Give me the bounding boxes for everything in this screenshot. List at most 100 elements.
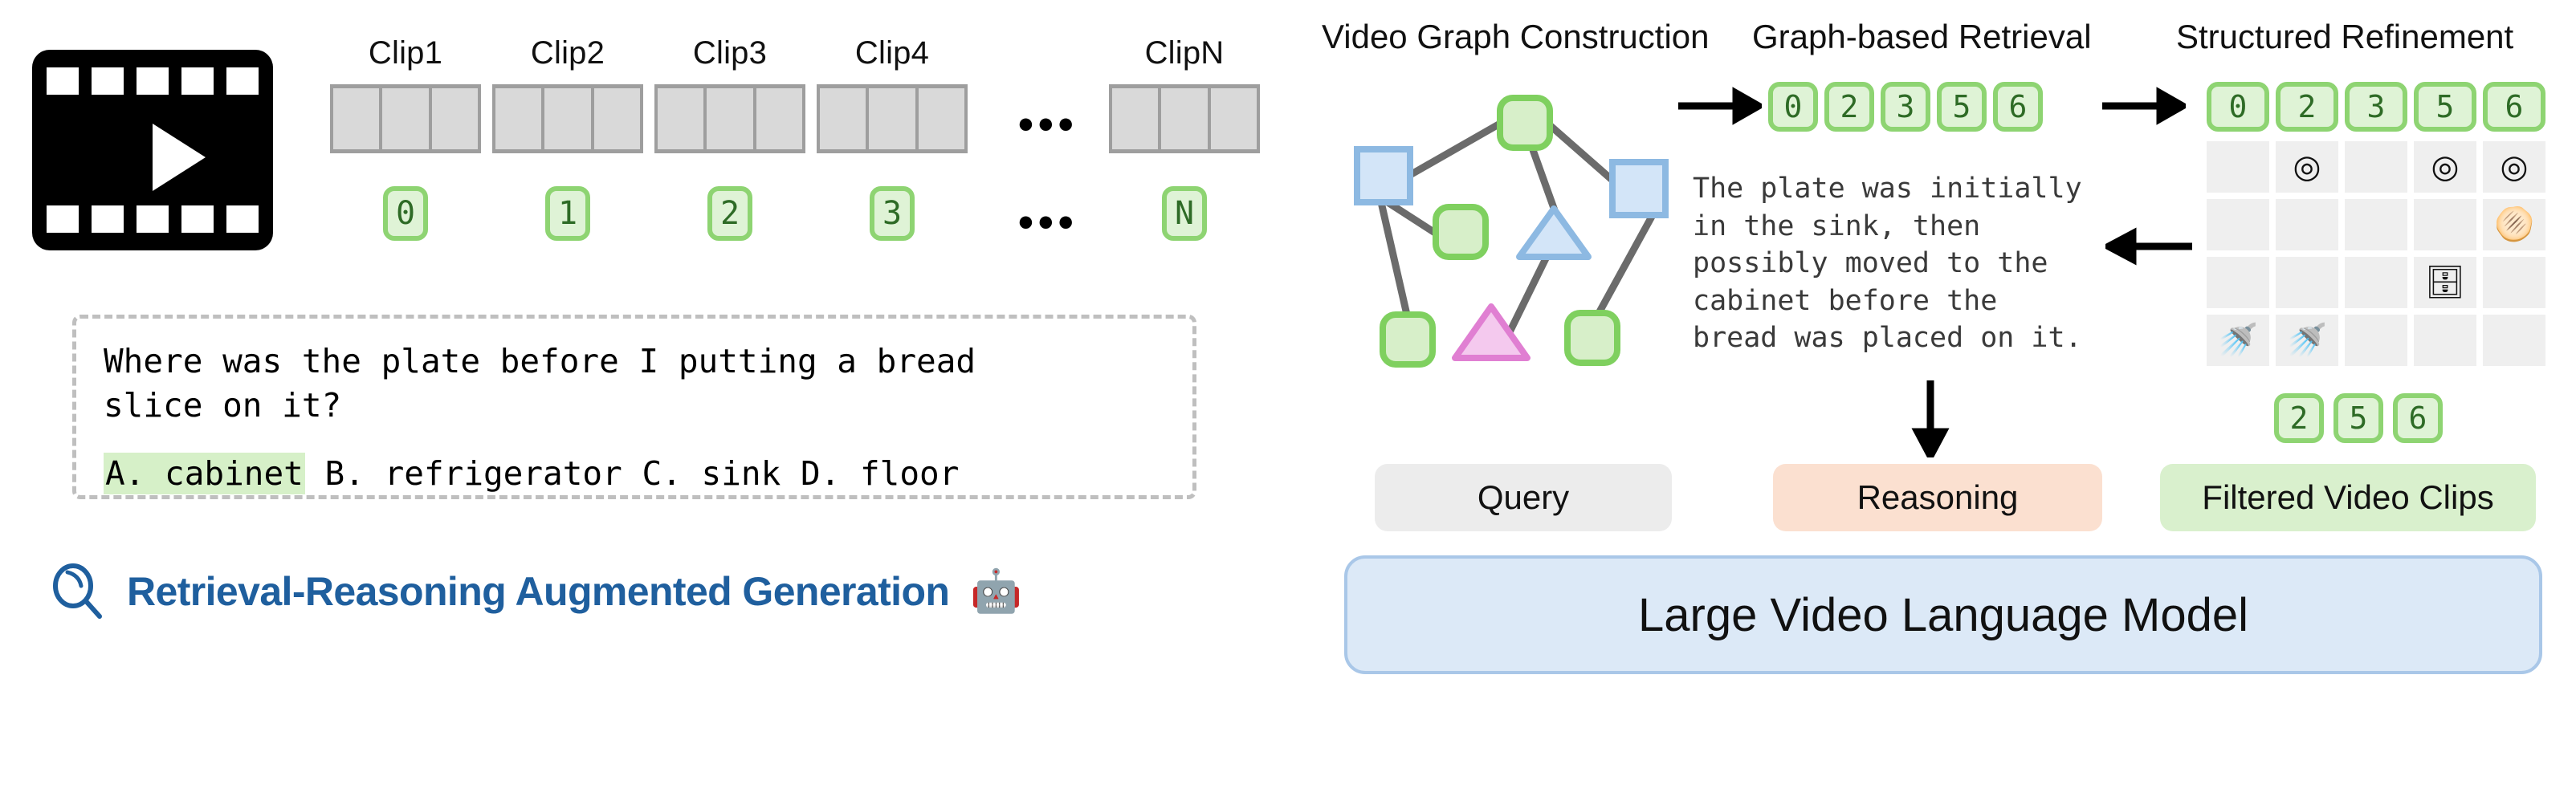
grid-cell-plate-icon: ◎ [2276, 141, 2338, 193]
clip-frame [431, 88, 478, 149]
query-pill[interactable]: Query [1375, 464, 1672, 531]
clip-filmstrip[interactable] [492, 84, 643, 153]
grid-cell [2414, 199, 2476, 250]
graph-node-blue-left [1354, 146, 1413, 205]
retrieved-index-badge[interactable]: 5 [1937, 82, 1987, 132]
index-badge-label: N [1162, 186, 1207, 241]
clip-filmstrip[interactable] [817, 84, 968, 153]
grid-cell-plate-icon: ◎ [2414, 141, 2476, 193]
filtered-index-badge[interactable]: 2 [2274, 393, 2324, 443]
reasoning-pill[interactable]: Reasoning [1773, 464, 2102, 531]
refinement-col-index[interactable]: 0 [2207, 82, 2269, 132]
arrow-left-refinement-to-reasoning [2105, 227, 2192, 266]
title-structured-refinement: Structured Refinement [2176, 18, 2514, 55]
grid-cell-sink-icon: 🚿 [2276, 315, 2338, 366]
rrag-title-text: Retrieval-Reasoning Augmented Generation [127, 569, 950, 614]
filtered-index-badge[interactable]: 5 [2333, 393, 2383, 443]
arrow-down-to-reasoning-pill [1911, 380, 1950, 457]
grid-cell-cabinet-icon: 🗄 [2414, 257, 2476, 308]
grid-cell [2207, 141, 2269, 193]
grid-cell [2414, 315, 2476, 366]
graph-node-triangle-pink [1452, 303, 1531, 361]
clip-label: Clip4 [854, 35, 930, 71]
clip-label: ClipN [1144, 35, 1225, 71]
answer-option-correct[interactable]: A. cabinet [104, 452, 305, 494]
filtered-video-clips-pill[interactable]: Filtered Video Clips [2160, 464, 2536, 531]
filtered-index-badge[interactable]: 6 [2393, 393, 2443, 443]
clip-index-3[interactable]: 3 [816, 186, 968, 241]
graph-node-green-bottom-left [1380, 311, 1436, 368]
grid-cell [2483, 257, 2545, 308]
clip-frame [707, 88, 753, 149]
answer-options-rest[interactable]: B. refrigerator C. sink D. floor [304, 453, 960, 493]
clip-filmstrip[interactable] [1109, 84, 1260, 153]
clip-index-1[interactable]: 1 [491, 186, 644, 241]
magnifier-icon [48, 562, 106, 621]
refinement-col-index[interactable]: 5 [2414, 82, 2476, 132]
refinement-col-index[interactable]: 6 [2483, 82, 2545, 132]
filtered-clip-indices: 2 5 6 [2274, 393, 2443, 443]
clip-filmstrip[interactable] [330, 84, 481, 153]
retrieved-index-badge[interactable]: 0 [1768, 82, 1818, 132]
grid-cell-bread-icon: 🫓 [2483, 199, 2545, 250]
graph-node-triangle-blue [1516, 205, 1592, 260]
clip-filmstrip[interactable] [654, 84, 805, 153]
clip-frame [544, 88, 591, 149]
clip-index-n[interactable]: N [1108, 186, 1261, 241]
grid-cell-sink-icon: 🚿 [2207, 315, 2269, 366]
retrieved-index-badge[interactable]: 2 [1824, 82, 1874, 132]
clip-frame [820, 88, 866, 149]
refinement-grid: ◎ ◎ ◎ 🫓 🗄 🚿 🚿 [2207, 141, 2545, 366]
arrow-right-graph-to-retrieval [1678, 87, 1762, 125]
clip-column-3[interactable]: Clip3 [654, 35, 806, 153]
large-video-language-model-box[interactable]: Large Video Language Model [1344, 555, 2542, 674]
refinement-col-index[interactable]: 3 [2345, 82, 2407, 132]
retrieved-clip-indices: 0 2 3 5 6 [1768, 82, 2043, 132]
clip-frame [1161, 88, 1208, 149]
grid-cell [2207, 199, 2269, 250]
clip-frame [1210, 88, 1257, 149]
clip-label: Clip1 [368, 35, 443, 71]
graph-node-green-mid [1433, 204, 1489, 260]
question-answer-box: Where was the plate before I putting a b… [72, 315, 1196, 499]
question-text: Where was the plate before I putting a b… [104, 342, 976, 425]
clip-index-0[interactable]: 0 [329, 186, 482, 241]
clip-column-4[interactable]: Clip4 [816, 35, 968, 153]
graph-node-green-top [1497, 95, 1553, 151]
retrieved-index-badge[interactable]: 3 [1881, 82, 1930, 132]
index-badge-label: 3 [870, 186, 915, 241]
clip-frame [658, 88, 704, 149]
graph-node-blue-right [1609, 159, 1669, 218]
clip-frame [382, 88, 429, 149]
refinement-col-index[interactable]: 2 [2276, 82, 2338, 132]
clip-label: Clip2 [530, 35, 605, 71]
grid-cell [2483, 315, 2545, 366]
clip-index-2[interactable]: 2 [654, 186, 806, 241]
retrieved-index-badge[interactable]: 6 [1993, 82, 2043, 132]
clip-label: Clip3 [692, 35, 768, 71]
reasoning-text: The plate was initially in the sink, the… [1693, 173, 2082, 355]
grid-cell [2345, 257, 2407, 308]
grid-cell [2276, 257, 2338, 308]
grid-cell [2345, 199, 2407, 250]
index-badge-label: 2 [707, 186, 752, 241]
clip-frame [918, 88, 964, 149]
refinement-column-headers: 0 2 3 5 6 [2207, 82, 2545, 132]
grid-cell [2207, 257, 2269, 308]
index-badge-label: 0 [383, 186, 428, 241]
rrag-title-row: Retrieval-Reasoning Augmented Generation… [48, 562, 1022, 621]
arrow-right-retrieval-to-refinement [2102, 87, 2186, 125]
clip-column-n[interactable]: ClipN [1108, 35, 1261, 153]
grid-cell [2276, 199, 2338, 250]
grid-cell [2345, 315, 2407, 366]
clip-frame [593, 88, 640, 149]
title-graph-based-retrieval: Graph-based Retrieval [1752, 18, 2092, 55]
robot-icon: 🤖 [970, 567, 1023, 616]
video-graph-diagram [1354, 95, 1669, 368]
index-badge-label: 1 [545, 186, 590, 241]
grid-cell [2345, 141, 2407, 193]
clip-frame [869, 88, 915, 149]
clip-column-1[interactable]: Clip1 [329, 35, 482, 153]
clip-column-2[interactable]: Clip2 [491, 35, 644, 153]
clips-ellipsis: ••• [1018, 100, 1078, 148]
